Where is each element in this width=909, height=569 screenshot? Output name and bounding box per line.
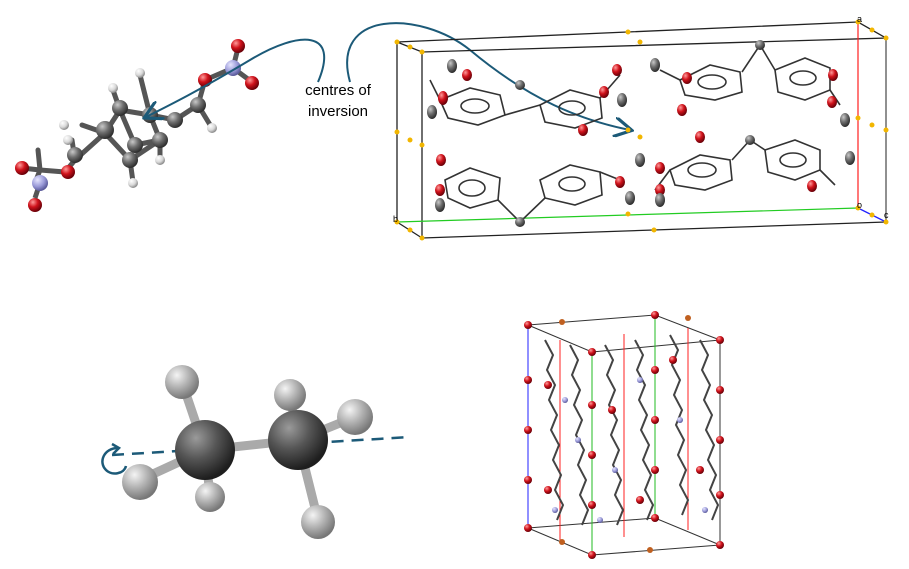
arrow-to-molecule [146,38,325,117]
label-line-1: centres of [305,82,371,99]
crystal-packing [524,311,724,559]
label-line-2: inversion [307,103,369,120]
axis-label-a: a [857,14,863,24]
axis-label-c: c [884,210,889,220]
ethane-model [101,365,411,539]
molecule-dinitrate [15,39,259,212]
axis-label-o: o [857,200,863,210]
unit-cell-packing [394,19,889,241]
arrow-to-unit-cell [346,22,630,130]
centres-of-inversion-label: centres of inversion [292,80,384,122]
axis-label-b: b [393,214,399,224]
rotation-arrow-icon [101,446,128,475]
